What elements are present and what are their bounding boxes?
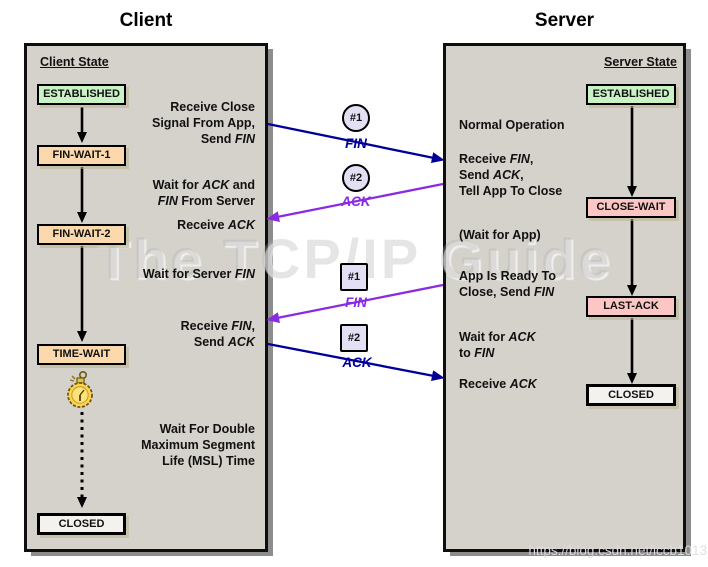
message-label-fin-1: FIN	[345, 136, 367, 151]
client-state-header: Client State	[40, 55, 109, 69]
state-box-client-closed: CLOSED	[37, 513, 126, 535]
message-token-1-square: #1	[340, 263, 368, 291]
server-state-header: Server State	[604, 55, 677, 69]
csdn-url-watermark: https://blog.csdn.net/iccb1013	[528, 543, 707, 558]
state-box-close-wait: CLOSE-WAIT	[586, 197, 676, 218]
client-panel	[24, 43, 268, 552]
state-box-fin-wait-2: FIN-WAIT-2	[37, 224, 126, 245]
state-box-client-established: ESTABLISHED	[37, 84, 126, 105]
anno-client-receive-ack: Receive ACK	[177, 218, 255, 232]
anno-wait-for-app: (Wait for App)	[459, 228, 541, 242]
anno-normal-operation: Normal Operation	[459, 118, 565, 132]
message-token-2-circle: #2	[342, 164, 370, 192]
message-label-fin-2: FIN	[345, 295, 367, 310]
state-box-time-wait: TIME-WAIT	[37, 344, 126, 365]
message-token-2-square: #2	[340, 324, 368, 352]
client-title: Client	[119, 10, 173, 31]
message-label-ack-1: ACK	[341, 194, 371, 209]
stopwatch-icon	[67, 370, 93, 408]
anno-wait-for-server-fin: Wait for Server FIN	[142, 267, 255, 281]
state-box-server-established: ESTABLISHED	[586, 84, 676, 105]
state-box-server-closed: CLOSED	[586, 384, 676, 406]
message-label-ack-2: ACK	[342, 355, 372, 370]
state-box-fin-wait-1: FIN-WAIT-1	[37, 145, 126, 166]
server-title: Server	[534, 10, 595, 31]
anno-server-receive-ack: Receive ACK	[459, 377, 537, 391]
anno-receive-fin-send-ack: Receive FIN,Send ACK	[180, 319, 255, 349]
anno-receive-fin-send-ack-tell-app: Receive FIN,Send ACK,Tell App To Close	[459, 152, 563, 198]
message-token-1-circle: #1	[342, 104, 370, 132]
state-box-last-ack: LAST-ACK	[586, 296, 676, 317]
